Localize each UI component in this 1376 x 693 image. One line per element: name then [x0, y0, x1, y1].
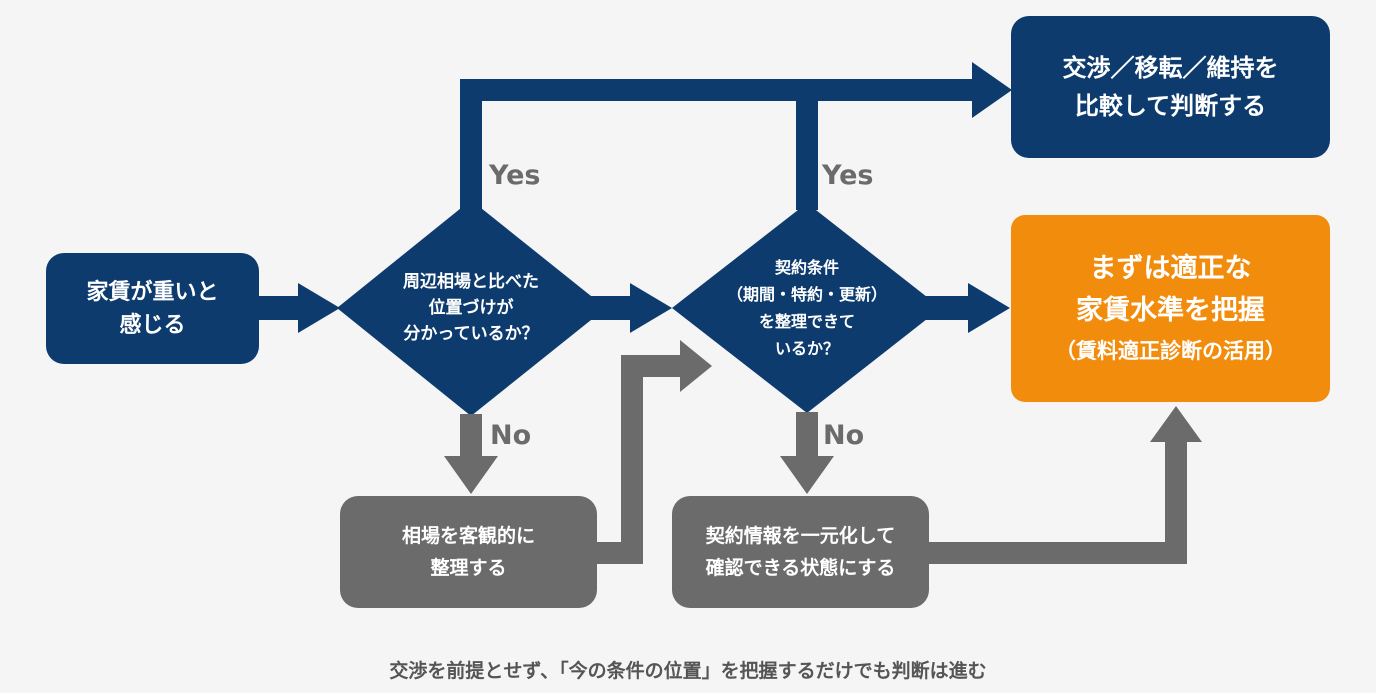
decision-contract-line-1: 契約条件	[774, 258, 839, 277]
arrowhead-to-compare	[972, 62, 1012, 118]
arrowhead-to-decision1	[298, 283, 340, 333]
compare-line-2: 比較して判断する	[1074, 92, 1267, 120]
decision-contract-line-3: を整理できて	[758, 312, 855, 331]
grasp-box: まずは適正な 家賃水準を把握 （賃料適正診断の活用）	[1011, 215, 1330, 402]
grasp-line-2: 家賃水準を把握	[1076, 294, 1265, 326]
yes-connector-1	[460, 79, 975, 210]
organize-market-box: 相場を客観的に 整理する	[340, 496, 597, 608]
start-box: 家賃が重いと 感じる	[46, 253, 259, 364]
grasp-line-1: まずは適正な	[1089, 252, 1252, 284]
arrowhead-to-organize	[444, 456, 498, 494]
organize-line-2: 整理する	[430, 557, 507, 579]
compare-box: 交渉／移転／維持を 比較して判断する	[1011, 16, 1330, 158]
yes-connectors	[460, 79, 975, 210]
caption: 交渉を前提とせず、「今の条件の位置」を把握するだけでも判断は進む	[389, 660, 987, 682]
connector-organize-to-decision2	[596, 355, 685, 564]
centralize-line-2: 確認できる状態にする	[705, 557, 896, 579]
connector-centralize-to-grasp	[928, 440, 1187, 564]
arrowhead-to-decision2	[630, 283, 672, 333]
decision-contract-line-4: いるか？	[774, 339, 839, 358]
start-line-1: 家賃が重いと	[86, 279, 219, 305]
compare-line-1: 交渉／移転／維持を	[1062, 54, 1279, 82]
centralize-line-1: 契約情報を一元化して	[705, 525, 896, 547]
yes-label-1: Yes	[489, 160, 541, 191]
no-connectors	[460, 355, 1187, 564]
decision-market-line-2: 位置づけが	[428, 298, 514, 318]
grasp-subline: （賃料適正診断の活用）	[1055, 338, 1286, 363]
decision-market-label: 周辺相場と比べた 位置づけが 分かっているか？	[357, 258, 585, 358]
decision-contract-label: 契約条件 （期間・特約・更新） を整理できて いるか？	[692, 252, 922, 364]
decision-contract-line-2: （期間・特約・更新）	[726, 285, 887, 304]
organize-line-1: 相場を客観的に	[401, 525, 535, 547]
decision-market-line-1: 周辺相場と比べた	[403, 272, 539, 292]
arrowhead-up-to-grasp	[1150, 406, 1202, 442]
arrowhead-to-grasp	[968, 283, 1010, 333]
arrowhead-back-to-decision2	[680, 340, 712, 392]
decision-market-line-3: 分かっているか？	[403, 324, 539, 344]
arrowhead-to-centralize	[780, 456, 834, 494]
decision-diamond-market	[337, 200, 606, 416]
decision-diamond-contract	[672, 203, 941, 413]
start-line-2: 感じる	[119, 312, 186, 338]
no-label-1: No	[490, 420, 532, 451]
yes-label-2: Yes	[822, 160, 874, 191]
no-label-2: No	[823, 420, 865, 451]
centralize-contract-box: 契約情報を一元化して 確認できる状態にする	[672, 496, 929, 608]
